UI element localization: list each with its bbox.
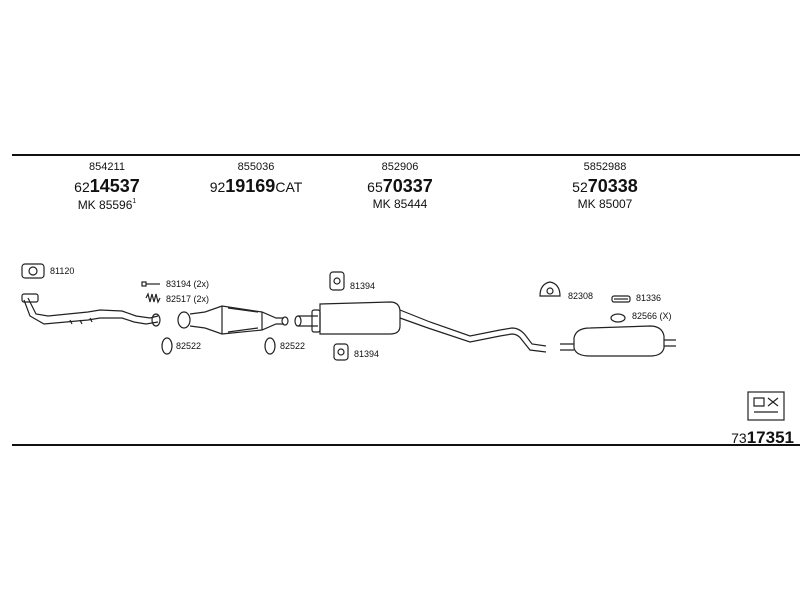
seal-ring-icon [610, 313, 626, 323]
part-number: 854211 [89, 161, 125, 173]
seal-ring-icon [161, 337, 173, 355]
rubber-mount-icon [329, 271, 345, 291]
diagram-reference-number: 7317351 [731, 428, 794, 447]
mounting-kit: MK 85444 [372, 197, 428, 211]
part-label-rubber-mount: 81394 [350, 281, 376, 291]
part-label-bolt: 83194 (2x) [166, 279, 210, 289]
rear-silencer-icon [560, 325, 676, 357]
oe-number: 6570337 [367, 176, 433, 196]
header-catalyst: 855036 9219169CAT [200, 162, 312, 198]
part-label-hanger: 82308 [568, 291, 594, 301]
mounting-kit: MK 85007 [577, 197, 633, 211]
part-label-ring: 82566 (X) [632, 311, 672, 321]
flange-gasket-icon [21, 263, 45, 279]
part-label-clamp: 81336 [636, 293, 662, 303]
part-label-ring: 82522 [280, 341, 306, 351]
bolt-icon [141, 281, 160, 287]
oe-number: 9219169CAT [209, 176, 303, 196]
part-label-rubber-mount: 81394 [354, 349, 380, 359]
spring-icon [145, 292, 161, 304]
bottom-rule [12, 444, 800, 446]
part-number: 5852988 [583, 161, 627, 173]
header-rear-silencer: 5852988 5270338 MK 85007 [555, 161, 655, 211]
oe-number: 6214537 [74, 176, 140, 196]
oe-number: 5270338 [572, 176, 638, 196]
middle-silencer-icon [294, 301, 547, 353]
header-middle-silencer: 852906 6570337 MK 85444 [350, 161, 450, 211]
brand-logo-icon [747, 391, 785, 421]
header-front-pipe: 854211 6214537 MK 855961 [62, 161, 152, 212]
part-label-gasket: 81120 [50, 266, 75, 276]
part-number: 852906 [381, 161, 419, 173]
front-pipe-icon [21, 293, 161, 327]
part-label-spring: 82517 (2x) [166, 294, 210, 304]
part-number: 855036 [237, 161, 275, 173]
top-rule [12, 154, 800, 156]
seal-ring-icon [264, 337, 276, 355]
catalytic-converter-icon [177, 305, 289, 335]
clamp-icon [611, 295, 631, 303]
rubber-mount-icon [333, 343, 349, 361]
part-label-ring: 82522 [176, 341, 202, 351]
hanger-icon [539, 281, 561, 297]
mounting-kit: MK 855961 [77, 198, 137, 212]
